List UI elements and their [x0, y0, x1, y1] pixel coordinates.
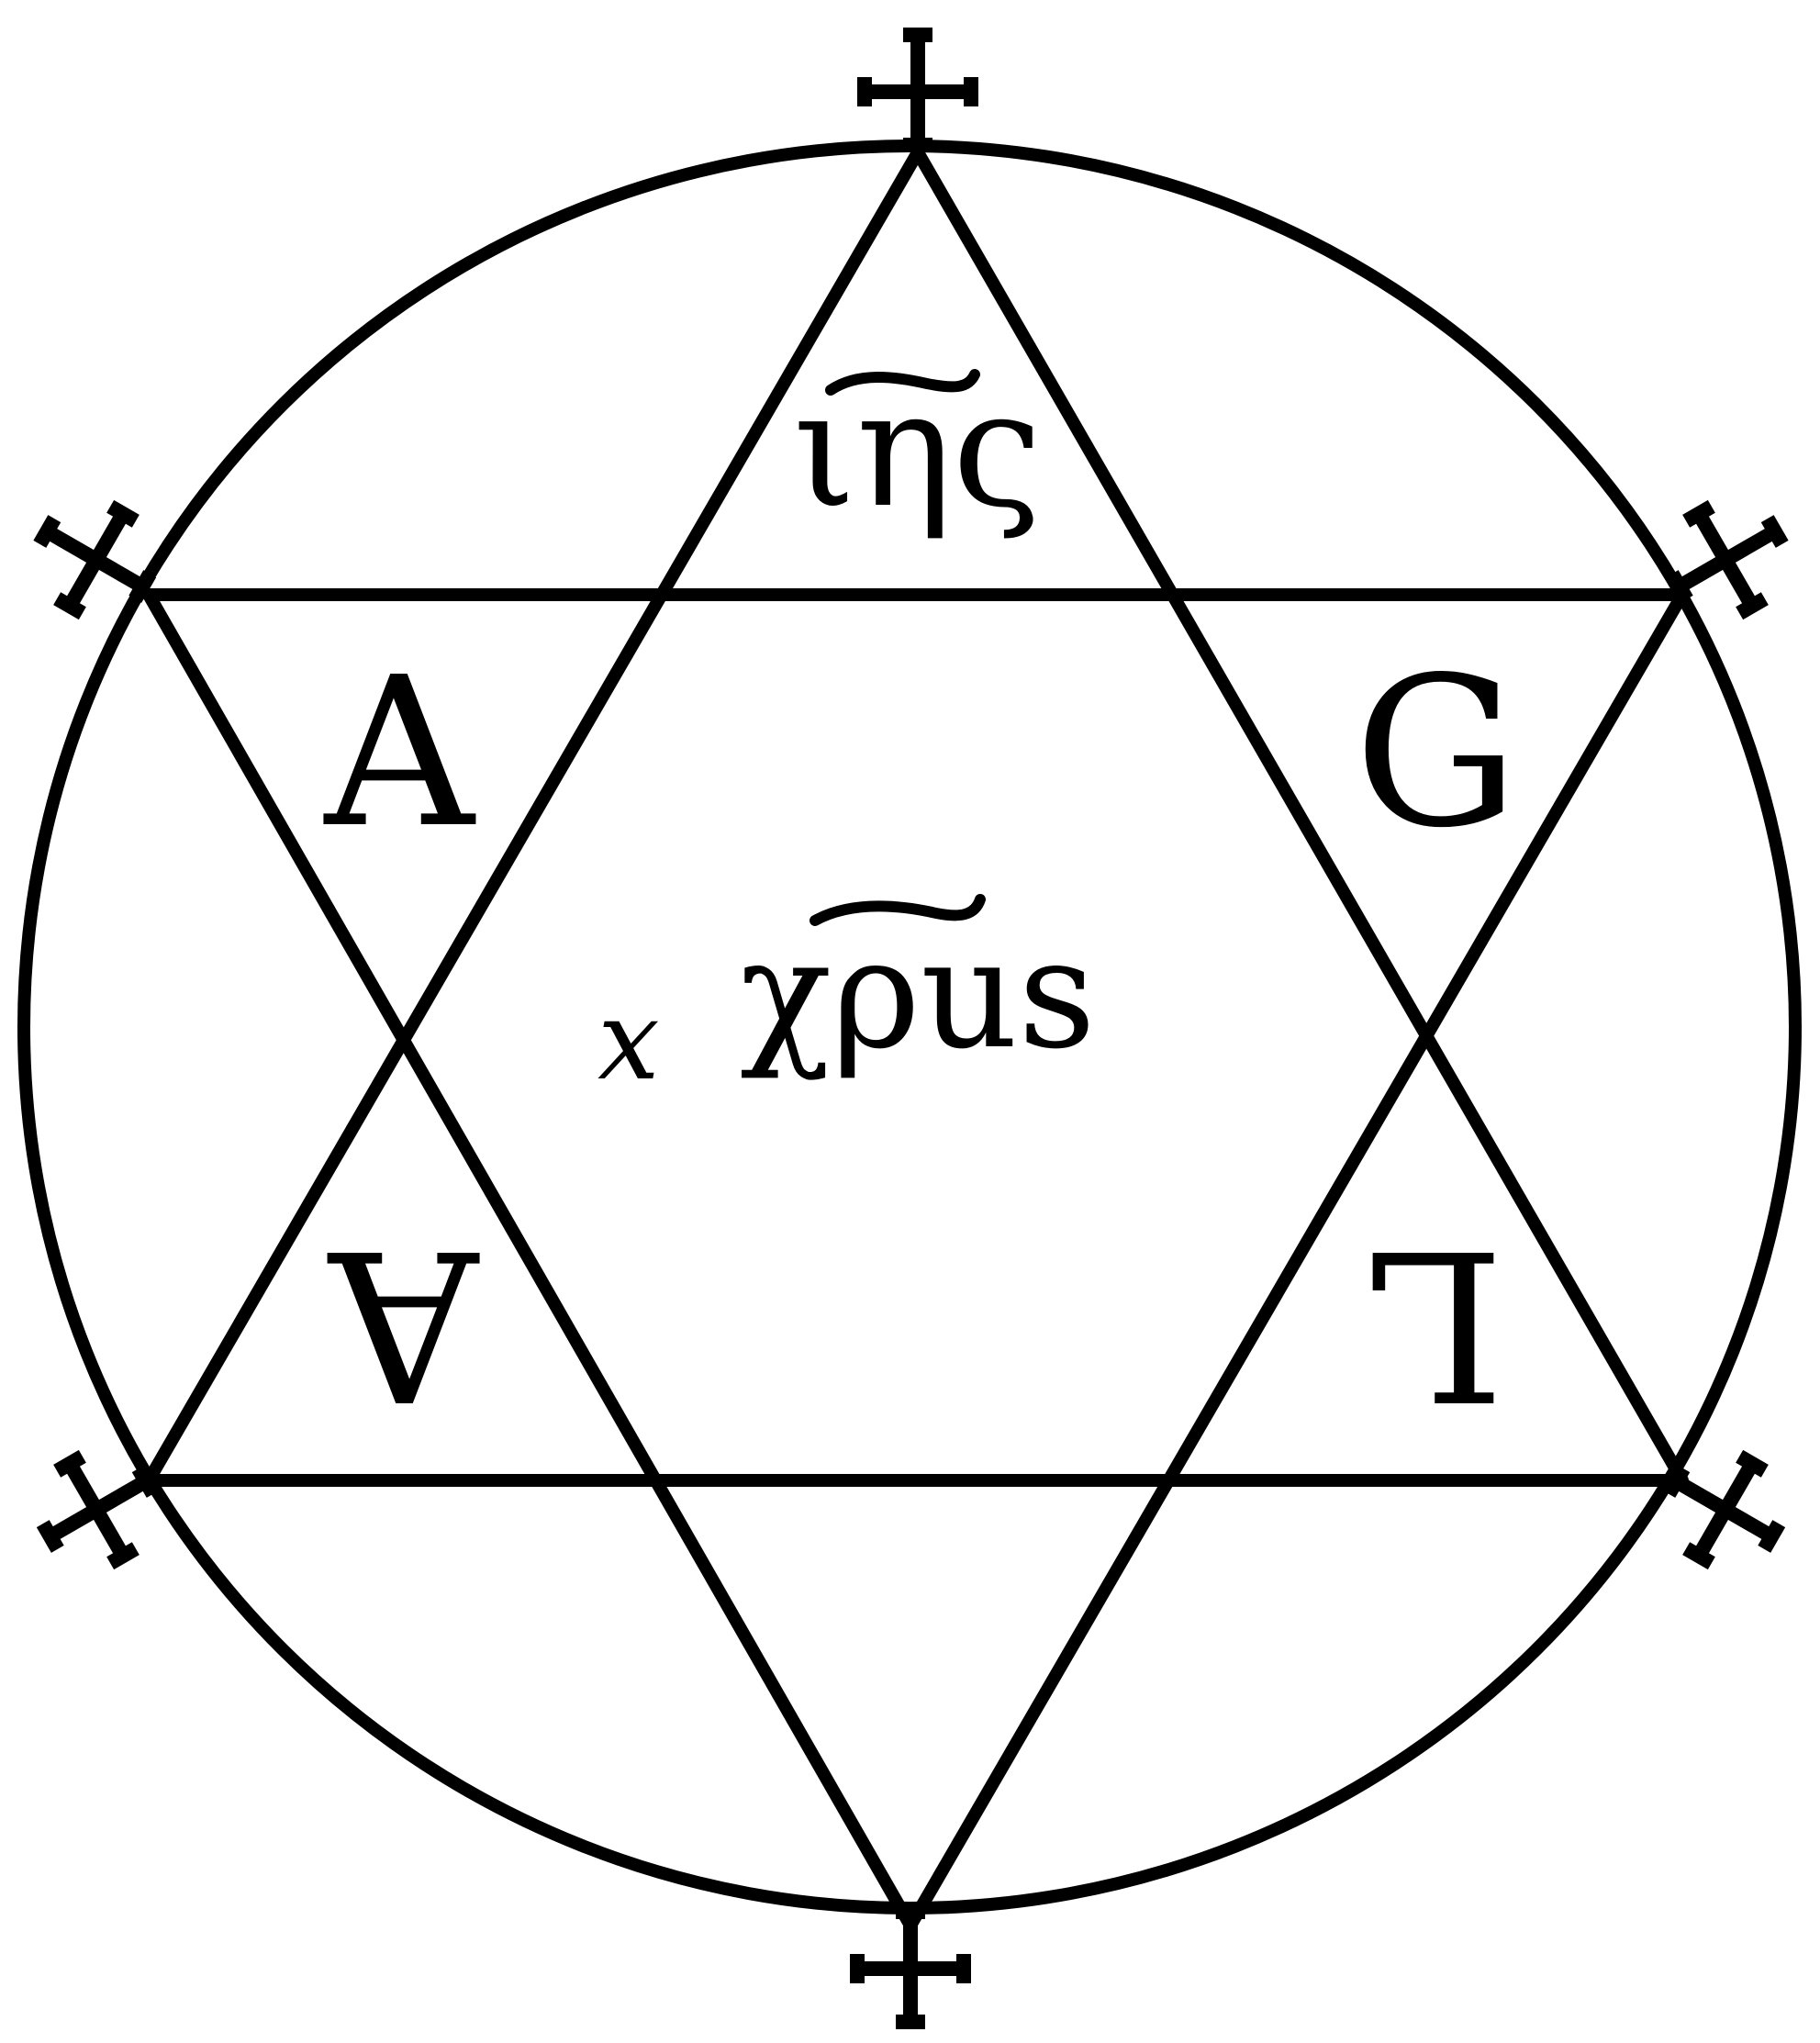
downward-triangle	[142, 588, 1689, 1932]
center-label-group: χρus	[740, 894, 1096, 1082]
center-label: χρus	[740, 906, 1096, 1082]
cross-upper-right-icon	[1665, 499, 1789, 620]
upward-triangle	[142, 146, 1689, 1487]
lower-right-letter-inverted: L	[1368, 1203, 1504, 1444]
top-segment-label: ιης	[793, 357, 1042, 543]
top-segment-label-group: ιης	[793, 357, 1042, 543]
crosses-group	[33, 28, 1789, 2029]
cross-lower-right-icon	[1662, 1449, 1786, 1570]
center-tilde-mark	[810, 894, 986, 926]
upper-left-letter: A	[323, 633, 476, 874]
upper-right-letter: G	[1354, 633, 1519, 874]
cross-lower-left-icon	[36, 1449, 160, 1570]
cross-bottom-icon	[850, 1904, 971, 2029]
center-small-mark: x	[597, 977, 660, 1105]
cross-upper-left-icon	[33, 499, 157, 620]
cross-top-icon	[857, 28, 978, 152]
lower-left-letter-inverted: A	[327, 1203, 480, 1444]
top-tilde-mark	[825, 369, 980, 396]
